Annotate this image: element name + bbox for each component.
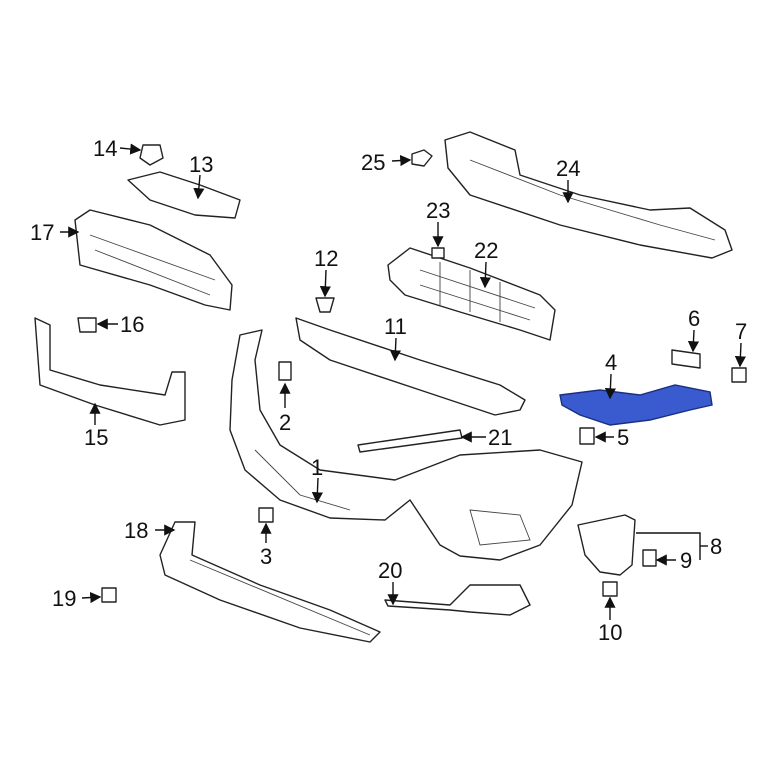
callout-13: 13: [189, 152, 213, 177]
part-24-impact-bar[interactable]: [444, 131, 733, 259]
callout-19: 19: [52, 586, 76, 611]
part-8-bracket[interactable]: [577, 514, 636, 576]
callout-20: 20: [378, 558, 402, 583]
part-15-bracket[interactable]: [34, 317, 186, 426]
part-14-clip[interactable]: [139, 144, 164, 166]
part-7-screw[interactable]: [731, 367, 747, 383]
part-6-retainer[interactable]: [671, 349, 701, 369]
part-10-clip[interactable]: [602, 581, 618, 597]
callout-21: 21: [488, 425, 512, 450]
part-19-clip[interactable]: [101, 587, 117, 603]
part-9-nut[interactable]: [642, 549, 657, 567]
part-5-bolt[interactable]: [579, 427, 595, 445]
callout-23: 23: [426, 198, 450, 223]
callout-16: 16: [120, 312, 144, 337]
part-4-bracket[interactable]: [559, 384, 713, 426]
part-13-shield[interactable]: [127, 171, 241, 219]
callout-6: 6: [688, 306, 700, 331]
part-21-strip[interactable]: [357, 429, 463, 453]
part-11-trim[interactable]: [295, 317, 526, 416]
part-25-bolt[interactable]: [411, 149, 433, 167]
part-23-clip[interactable]: [431, 247, 445, 259]
part-22-grille[interactable]: [387, 247, 556, 341]
callout-15: 15: [84, 425, 108, 450]
part-3-clip[interactable]: [258, 507, 274, 523]
callout-18: 18: [124, 518, 148, 543]
callout-7: 7: [735, 319, 747, 344]
callout-1: 1: [311, 455, 323, 480]
part-12-clip[interactable]: [315, 297, 335, 313]
callout-24: 24: [556, 156, 580, 181]
callout-labels: 14 13 17 16 15 12 2 3 18 19 25 24 23 22 …: [30, 136, 747, 645]
callout-22: 22: [474, 238, 498, 263]
callout-4: 4: [605, 350, 617, 375]
part-18-deflector[interactable]: [159, 521, 381, 643]
callout-14: 14: [93, 136, 117, 161]
part-20-fog-trim[interactable]: [384, 584, 531, 616]
callout-2: 2: [279, 410, 291, 435]
callout-9: 9: [680, 548, 692, 573]
part-17-carrier[interactable]: [74, 209, 233, 311]
callout-12: 12: [314, 246, 338, 271]
part-2-bolt[interactable]: [278, 361, 292, 381]
callout-3: 3: [260, 544, 272, 569]
callout-10: 10: [598, 620, 622, 645]
leader-lines: [60, 143, 747, 620]
callout-11: 11: [384, 314, 407, 339]
callout-25: 25: [361, 150, 385, 175]
callout-17: 17: [30, 220, 54, 245]
callout-8: 8: [710, 534, 722, 559]
callout-5: 5: [617, 425, 629, 450]
part-16-clip[interactable]: [77, 317, 97, 333]
